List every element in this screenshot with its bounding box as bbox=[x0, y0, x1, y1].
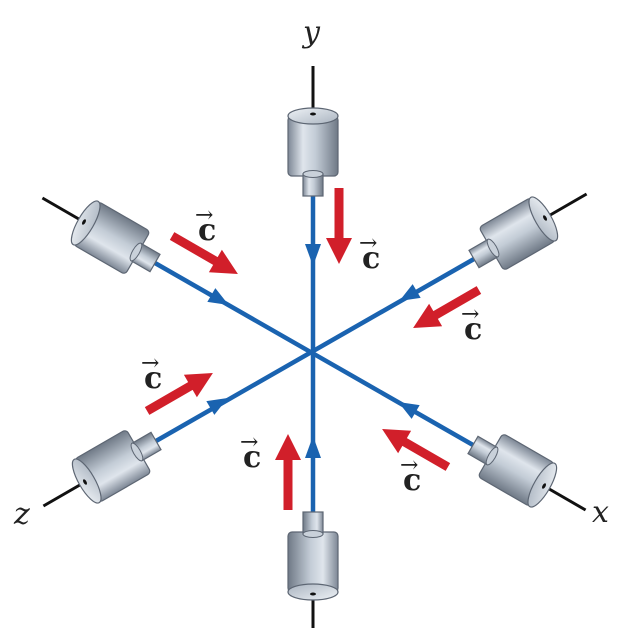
vector-label-bottom-right: c → bbox=[400, 453, 421, 498]
axis-label-z: z bbox=[13, 497, 30, 532]
beam-arrowhead-top bbox=[305, 244, 321, 266]
velocity-arrow-bottom bbox=[275, 434, 301, 510]
beam-arrowhead-lower-left bbox=[206, 398, 228, 415]
emitter-top bbox=[286, 64, 340, 198]
axis-label-x: x bbox=[592, 495, 609, 530]
svg-text:c: c bbox=[464, 312, 482, 347]
axis-label-y: y bbox=[301, 15, 321, 50]
svg-text:→: → bbox=[141, 351, 159, 376]
beam-x-diagonal bbox=[153, 261, 475, 447]
velocity-arrow-top bbox=[326, 188, 352, 264]
svg-text:c: c bbox=[144, 361, 162, 396]
emitter-lower-right bbox=[459, 421, 600, 534]
beam-arrowhead-upper-left bbox=[207, 288, 229, 305]
svg-text:c: c bbox=[198, 213, 216, 248]
beam-z-diagonal bbox=[154, 257, 476, 443]
svg-text:→: → bbox=[195, 203, 213, 228]
vector-label-top-right: c → bbox=[359, 231, 380, 276]
vector-label-left: c → bbox=[141, 351, 162, 396]
emitter-lower-left bbox=[29, 417, 170, 530]
emitter-bottom bbox=[286, 510, 340, 628]
emitter-upper-left bbox=[28, 174, 169, 287]
beam-arrowhead-bottom bbox=[305, 436, 321, 458]
svg-text:→: → bbox=[400, 453, 418, 478]
emitter-upper-right bbox=[460, 170, 601, 283]
beam-arrowheads bbox=[206, 244, 421, 458]
svg-text:→: → bbox=[461, 302, 479, 327]
svg-text:c: c bbox=[243, 440, 261, 475]
svg-text:c: c bbox=[403, 463, 421, 498]
beam-arrowhead-lower-right bbox=[398, 402, 420, 419]
svg-text:→: → bbox=[359, 231, 377, 256]
beam-arrowhead-upper-right bbox=[399, 284, 421, 301]
vector-label-bottom-left: c → bbox=[240, 430, 261, 475]
vector-label-upper-left: c → bbox=[195, 203, 216, 248]
svg-text:→: → bbox=[240, 430, 258, 455]
vector-label-right: c → bbox=[461, 302, 482, 347]
svg-text:c: c bbox=[362, 241, 380, 276]
